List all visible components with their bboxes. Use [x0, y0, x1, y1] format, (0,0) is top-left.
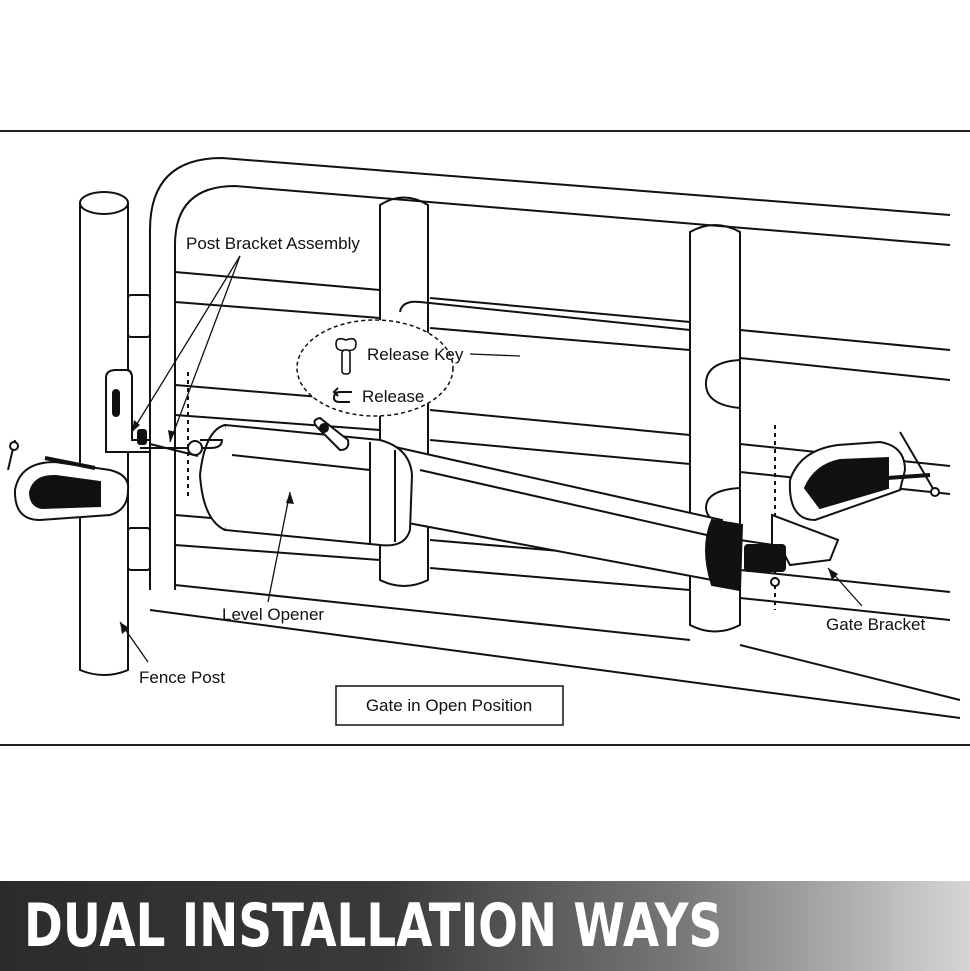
fence-post	[79, 191, 151, 676]
gate-upright-2	[689, 224, 741, 633]
label-level-opener: Level Opener	[222, 605, 324, 624]
gate-upright-1	[379, 196, 429, 587]
gate-bottom-rail	[149, 584, 961, 719]
opener-motor-body	[216, 423, 414, 547]
gate-top-rail-outer	[149, 156, 951, 590]
opener-linkage	[140, 439, 224, 449]
opener-rod	[390, 445, 724, 582]
gate-opener	[140, 416, 744, 592]
right-clamp	[788, 431, 940, 522]
title-banner: DUAL INSTALLATION WAYS	[0, 881, 970, 971]
banner-title: DUAL INSTALLATION WAYS	[24, 891, 723, 961]
leader-post-bracket	[131, 255, 241, 433]
label-release: Release	[362, 387, 424, 406]
leader-lines	[119, 255, 863, 663]
leader-release-key	[469, 353, 521, 357]
leader-arrowheads	[120, 420, 838, 634]
hinge-top	[127, 294, 151, 338]
release-arrow-icon	[332, 387, 352, 403]
leader-post-bracket-2	[169, 255, 241, 443]
gate-position-box	[335, 685, 564, 726]
post-bracket	[105, 369, 151, 453]
label-fence-post: Fence Post	[139, 668, 225, 687]
gate-rail-1	[174, 271, 951, 351]
release-key-icon	[335, 337, 357, 375]
gate-panel	[399, 300, 691, 331]
gate-bracket	[739, 513, 840, 587]
left-clamp	[7, 439, 130, 522]
leader-level-opener	[267, 491, 291, 603]
gate-top-rail-inner	[174, 184, 951, 590]
label-gate-bracket: Gate Bracket	[826, 615, 925, 634]
label-release-key: Release Key	[367, 345, 464, 364]
gate-rail-1b	[174, 301, 951, 381]
label-post-bracket: Post Bracket Assembly	[186, 234, 360, 253]
label-gate-position: Gate in Open Position	[366, 696, 532, 715]
rail-end-right	[704, 359, 741, 409]
hinge-bottom	[127, 527, 151, 571]
opener-end-cap	[705, 518, 744, 592]
